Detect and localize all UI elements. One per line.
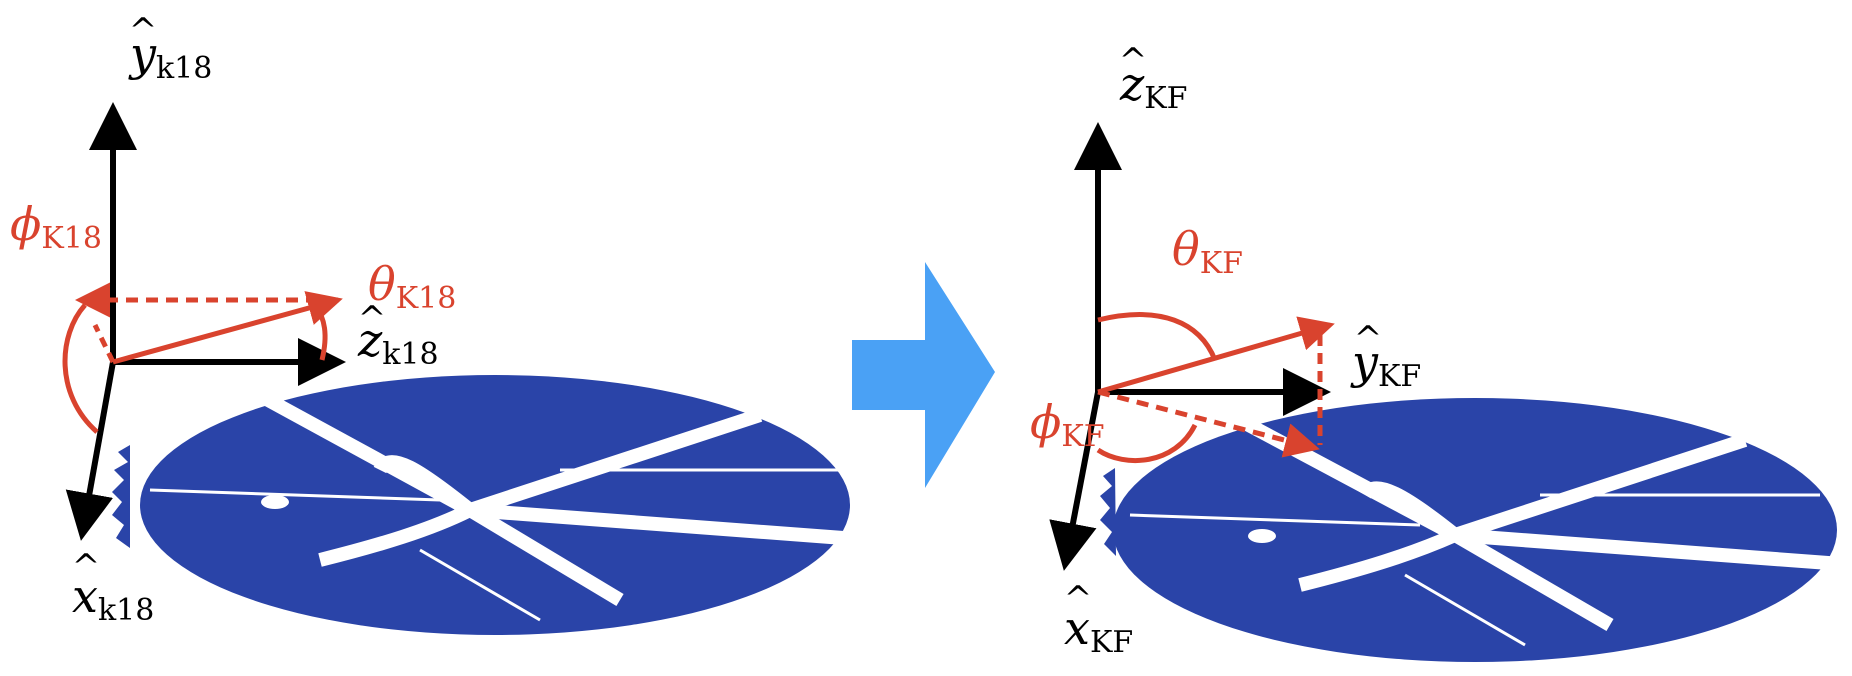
label-x-k18: ^ xk18 [72,547,155,628]
detector-gaps [246,383,871,607]
svg-text:xKF: xKF [1064,601,1133,660]
svg-text:θK18: θK18 [368,257,456,316]
label-phi-k18: ϕK18 [10,197,102,256]
theta-arc [312,303,328,361]
axes-left [65,102,346,541]
svg-text:ϕK18: ϕK18 [10,197,102,256]
projection-vector [1097,389,1320,458]
label-theta-kf: θKF [1172,222,1243,281]
detector-center-hole [1248,529,1276,543]
x-axis-arrow [65,361,116,541]
detector-disk-right [1100,398,1852,662]
detector-gaps [1226,408,1852,632]
transition-arrow [852,262,995,488]
left-labels: ^ yk18 ^ zk18 ^ xk18 ϕK18 θK18 [10,11,456,628]
left-panel: ^ yk18 ^ zk18 ^ xk18 ϕK18 θK18 [10,11,871,635]
label-phi-kf: ϕKF [1030,395,1105,454]
label-x-kf: ^ xKF [1064,579,1133,660]
projection-drop [92,323,116,364]
hat-mark: ^ [1119,41,1148,81]
label-theta-k18: θK18 [368,257,456,316]
angles-left [62,282,343,434]
label-y-k18: ^ yk18 [128,11,212,86]
detector-disk-left [112,375,871,635]
detector-center-hole [261,495,289,509]
axes-right [1049,122,1331,571]
hat-mark: ^ [1354,319,1383,359]
svg-text:θKF: θKF [1172,222,1243,281]
detector-edge [112,445,130,548]
svg-text:yk18: yk18 [128,27,212,86]
label-z-kf: ^ zKF [1119,41,1188,116]
detector-segment-lines [149,468,840,622]
svg-text:xk18: xk18 [72,569,154,628]
x-axis-arrow [1049,391,1101,571]
theta-vector [112,291,343,365]
phi-arc [62,303,99,434]
hat-mark: ^ [72,547,101,587]
right-labels: ^ zKF ^ yKF ^ xKF ϕKF θKF [1030,41,1421,660]
label-z-k18: ^ zk18 [357,299,439,372]
hat-mark: ^ [1064,579,1093,619]
theta-arc [1097,312,1218,361]
phi-arc [1096,423,1198,463]
svg-text:zKF: zKF [1119,57,1187,116]
detector-segment-lines [1129,493,1820,647]
svg-text:ϕKF: ϕKF [1030,395,1105,454]
svg-text:yKF: yKF [1350,335,1421,394]
label-y-kf: ^ yKF [1350,319,1421,394]
hat-mark: ^ [358,299,387,339]
detector-edge [1100,468,1116,556]
angles-right [1096,312,1335,463]
right-panel: ^ zKF ^ yKF ^ xKF ϕKF θKF [1030,41,1852,662]
svg-text:zk18: zk18 [357,313,439,372]
hat-mark: ^ [129,11,158,51]
